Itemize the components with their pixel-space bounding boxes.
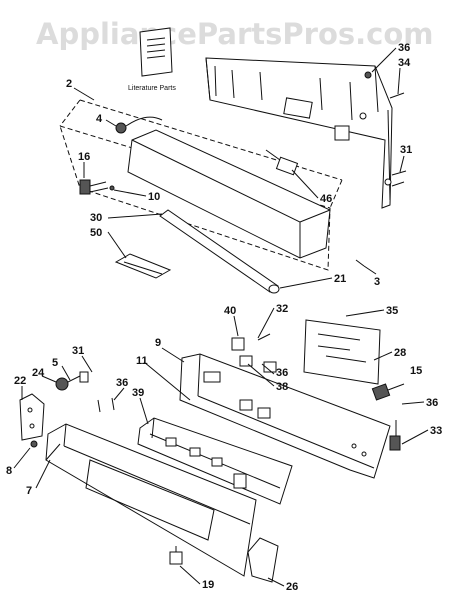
callout-50: 50 [90,227,102,239]
back-panel [205,57,393,209]
top-screws [364,71,407,187]
callout-10: 10 [148,191,160,203]
callout-31-lower: 31 [72,345,84,357]
callout-40: 40 [224,305,236,317]
callout-19: 19 [202,579,214,591]
part-19-knob [169,546,183,565]
callout-8: 8 [6,465,12,477]
part-50-clip [114,253,172,279]
part-15-relay [371,383,405,401]
relay-parts [231,333,277,373]
part-8-screw [30,440,38,448]
control-bracket [179,353,391,479]
console-top-cover [127,129,331,259]
callout-22: 22 [14,375,26,387]
callout-15: 15 [410,365,422,377]
assembly-outline [59,99,343,271]
callout-39: 39 [132,387,144,399]
control-overlay [137,417,293,505]
callout-36-right: 36 [426,397,438,409]
callout-11: 11 [136,355,148,367]
callout-24: 24 [32,367,45,379]
console-front-panel [45,423,257,577]
callout-21: 21 [334,273,346,285]
circuit-board [303,319,381,385]
callout-16: 16 [78,151,90,163]
callout-36-left: 36 [116,377,128,389]
part-30-rod [159,209,280,294]
lower-left-screws [97,397,115,413]
callout-5: 5 [52,357,58,369]
part-3-screw [355,259,365,267]
literature-parts-label: Literature Parts [128,85,176,92]
part-22-bracket [19,393,45,441]
literature-parts-booklet: Literature Parts [128,27,176,92]
callout-46: 46 [320,193,332,205]
callout-26: 26 [286,581,298,593]
watermark: AppliancePartsPros.com [36,17,433,51]
callout-34: 34 [398,57,411,69]
leader-lines [13,47,429,587]
callout-30: 30 [90,212,102,224]
callout-36-top: 36 [398,42,410,54]
callout-32: 32 [276,303,288,315]
callout-4: 4 [96,113,103,125]
callout-36-mid: 36 [276,367,288,379]
part-24-knob [55,371,89,391]
callout-33: 33 [430,425,442,437]
callout-38: 38 [276,381,288,393]
part-33-switch [389,420,401,451]
wire-connector [115,116,163,134]
callout-28: 28 [394,347,406,359]
end-cap [247,537,279,583]
callout-7: 7 [26,485,32,497]
callout-2: 2 [66,78,72,90]
callout-9-lower: 9 [155,337,161,349]
callout-31-top: 31 [400,144,412,156]
callout-35: 35 [386,305,398,317]
callout-3: 3 [374,276,380,288]
part-16-connector [79,179,115,195]
callouts: 2 4 16 10 30 50 21 3 36 34 31 46 35 32 4… [6,42,442,593]
